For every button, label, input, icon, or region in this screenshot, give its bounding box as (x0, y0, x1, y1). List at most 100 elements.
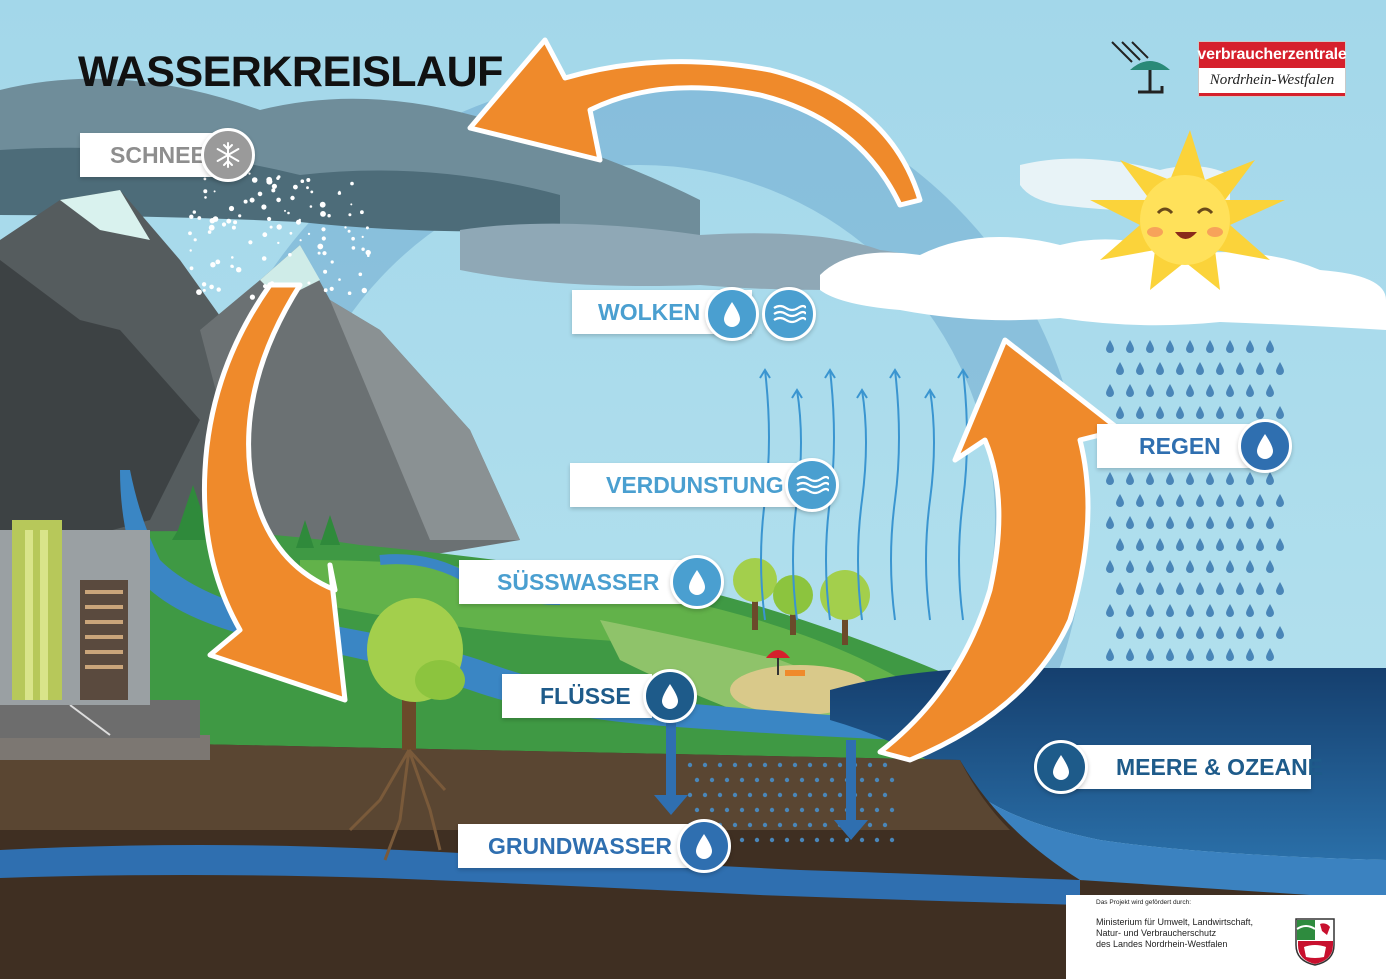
snow-dot (209, 284, 214, 290)
rain-drop (1156, 582, 1164, 595)
snow-dot (249, 197, 255, 203)
rain-drop (1136, 406, 1144, 419)
snow-dot (248, 240, 253, 245)
seep-drop (777, 822, 783, 828)
seep-drop (837, 792, 843, 798)
rain-drop (1186, 340, 1194, 353)
vapor-arrow-head (791, 388, 803, 399)
rain-drop (1246, 648, 1254, 661)
rain-drop (1106, 516, 1114, 529)
vapor-arrow (890, 369, 900, 621)
rain-drop (1196, 406, 1204, 419)
snow-dot (360, 210, 364, 215)
seep-drop (732, 792, 738, 798)
rain-drop (1216, 582, 1224, 595)
rain-drop (1156, 406, 1164, 419)
rain-drop (1206, 516, 1214, 529)
rain-drop (1126, 648, 1134, 661)
rain-drop (1166, 340, 1174, 353)
rain-drop (1106, 560, 1114, 573)
label-fluesse: FLÜSSE (502, 674, 652, 718)
rain-drop (1266, 384, 1274, 397)
water-drop-icon (1238, 419, 1292, 473)
water-drop-icon (643, 669, 697, 723)
snow-cap-left (60, 190, 150, 240)
rain-drop (1196, 362, 1204, 375)
rain-drop (1176, 362, 1184, 375)
waves-icon (762, 287, 816, 341)
rain-drop (1256, 406, 1264, 419)
snow-dot (189, 266, 194, 271)
rain-drop (1116, 362, 1124, 375)
rain-drop (1276, 494, 1284, 507)
label-meere-ozeane: MEERE & OZEANE (1066, 745, 1323, 789)
rain-drop (1116, 626, 1124, 639)
seep-drop (837, 762, 843, 768)
soil-upper (0, 740, 1010, 830)
rain-drop (1236, 494, 1244, 507)
rain-drop (1236, 626, 1244, 639)
label-suesswasser-text: SÜSSWASSER (497, 568, 660, 595)
pine-trees (172, 485, 340, 548)
snow-dot (351, 236, 355, 241)
snow-dot (317, 251, 321, 255)
snow-dot (208, 224, 215, 231)
road (0, 700, 200, 738)
seep-drop (784, 807, 790, 813)
rain-drop (1236, 362, 1244, 375)
seep-drop (754, 777, 760, 783)
rain-drop (1136, 626, 1144, 639)
rain-drop (1126, 472, 1134, 485)
sponsor-intro: Das Projekt wird gefördert durch: (1096, 899, 1192, 906)
seep-drop (889, 837, 895, 843)
water-drop-icon (705, 287, 759, 341)
rain-drop (1146, 516, 1154, 529)
rain-drop (1256, 582, 1264, 595)
rain-drop (1106, 384, 1114, 397)
rain-drop (1146, 340, 1154, 353)
seep-drop (754, 837, 760, 843)
seep-drop (874, 777, 880, 783)
rain-drop (1226, 384, 1234, 397)
rain-drop (1266, 648, 1274, 661)
seep-drop (769, 807, 775, 813)
label-grundwasser-text: GRUNDWASSER (488, 832, 673, 859)
seep-drop (867, 762, 873, 768)
rain-drop (1136, 362, 1144, 375)
rain-drop (1166, 384, 1174, 397)
rain-drop (1206, 384, 1214, 397)
snow-dot (193, 238, 197, 242)
snow-dot (330, 260, 334, 264)
seep-drop (717, 792, 723, 798)
rain-drop (1266, 472, 1274, 485)
seep-drop (814, 807, 820, 813)
rain-drop (1236, 406, 1244, 419)
snow-dot (243, 199, 248, 204)
water-drop-icon (670, 555, 724, 609)
seep-drop (844, 837, 850, 843)
snow-dot (192, 210, 196, 214)
rain-drop (1106, 340, 1114, 353)
rain-drop (1196, 538, 1204, 551)
rain-drop (1166, 648, 1174, 661)
rain-drop (1186, 604, 1194, 617)
seep-drop (709, 777, 715, 783)
snow-dot (229, 219, 232, 222)
water-drop-icon (677, 819, 731, 873)
gravel (0, 735, 210, 760)
snow-dot (351, 246, 356, 250)
snow-dot (249, 294, 255, 300)
rain-drop (1166, 516, 1174, 529)
rain-drop (1266, 340, 1274, 353)
snow-dot (210, 262, 216, 268)
rain-drop (1226, 516, 1234, 529)
snow-dot (293, 184, 298, 190)
seep-drop (792, 792, 798, 798)
snow-dot (277, 241, 280, 245)
vapor-arrow (925, 389, 935, 621)
rain-drop (1216, 626, 1224, 639)
rain-drop (1226, 604, 1234, 617)
seep-drop (702, 762, 708, 768)
seep-drop (792, 762, 798, 768)
